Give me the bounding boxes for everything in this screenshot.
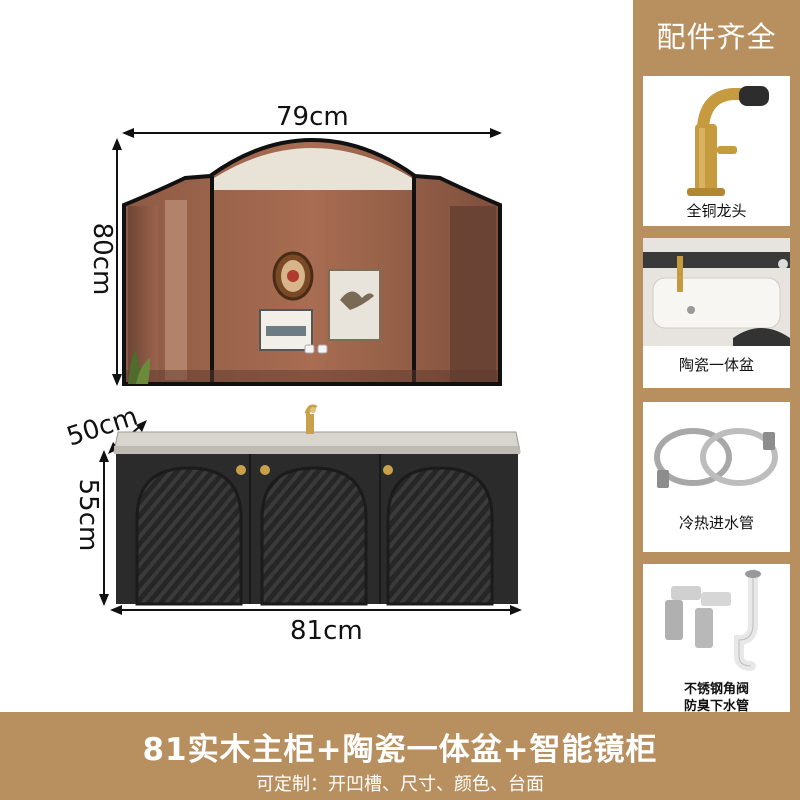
faucet-icon: [687, 86, 769, 196]
mirror-width-label: 79cm: [276, 102, 349, 132]
accessory-card-basin: 陶瓷一体盆: [643, 238, 790, 388]
accessory-card-hose: 冷热进水管: [643, 402, 790, 552]
accessory-panel: 配件齐全 全铜龙头 陶瓷一体盆: [633, 0, 800, 718]
cabinet-height-arrow: [99, 450, 109, 606]
cabinet-width-arrow: [110, 605, 522, 615]
accessory-label-valve: 不锈钢角阀: [683, 682, 749, 697]
basin-icon: [643, 238, 790, 346]
banner-title: 81实木主柜+陶瓷一体盆+智能镜柜: [142, 732, 658, 768]
accessory-label-basin: 陶瓷一体盆: [678, 356, 754, 374]
mirror-height-label: 80cm: [87, 222, 117, 296]
smart-mirror: [122, 137, 502, 386]
vanity-cabinet: [113, 404, 521, 606]
accessory-label-faucet: 全铜龙头: [686, 202, 747, 220]
banner-subtitle: 可定制：开凹槽、尺寸、颜色、台面: [256, 774, 544, 795]
accessory-label-drain: 防臭下水管: [683, 699, 749, 714]
accessory-panel-title: 配件齐全: [656, 20, 777, 54]
mirror-height-arrow: [112, 138, 122, 386]
cabinet-width-label: 81cm: [290, 616, 363, 646]
accessory-card-faucet: 全铜龙头: [643, 76, 790, 226]
hose-icon: [654, 428, 778, 488]
cabinet-height-label: 55cm: [73, 478, 103, 552]
accessory-label-hose: 冷热进水管: [678, 514, 754, 532]
mirror-width-arrow: [122, 128, 502, 138]
valve-drain-icon: [665, 569, 761, 671]
accessory-card-valve: 不锈钢角阀 防臭下水管: [643, 564, 790, 718]
bottom-banner: 81实木主柜+陶瓷一体盆+智能镜柜 可定制：开凹槽、尺寸、颜色、台面: [0, 712, 800, 800]
product-illustration: [99, 128, 522, 615]
